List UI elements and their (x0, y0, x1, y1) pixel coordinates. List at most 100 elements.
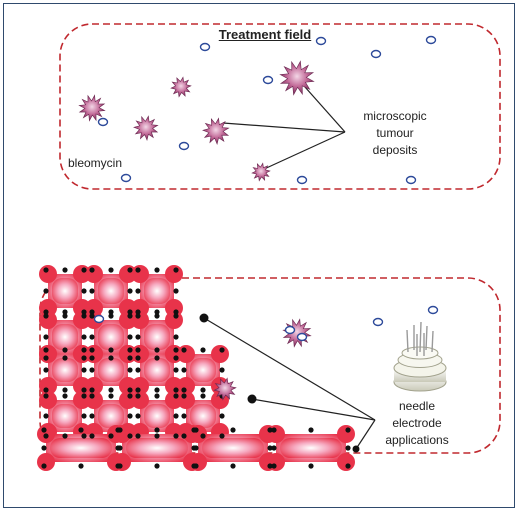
electrode-dot-icon (271, 463, 277, 469)
electrode-dot-icon (89, 313, 95, 319)
electrode-dot-icon (81, 288, 87, 294)
electrode-dot-icon (173, 387, 179, 393)
electrode-dot-icon (41, 445, 47, 451)
electrode-dot-icon (43, 355, 49, 361)
electrode-dot-icon (173, 288, 179, 294)
electrode-dot-icon (135, 334, 141, 340)
electrode-dot-icon (43, 288, 49, 294)
electrode-dot-icon (108, 267, 114, 273)
bleomycin-molecule-icon (405, 175, 417, 185)
bleomycin-molecules-bottom (93, 305, 439, 342)
electrode-dot-icon (127, 367, 133, 373)
tumour-star-icon (213, 377, 237, 401)
electrode-dot-icon (345, 427, 351, 433)
electrode-dot-icon (43, 267, 49, 273)
tumour-star-icon (279, 60, 315, 96)
electrode-dot-icon (81, 393, 87, 399)
tumour-star-icon (78, 94, 106, 122)
pointer-endpoints (199, 313, 360, 453)
bleomycin-molecule-icon (93, 314, 105, 324)
tumour-deposits-bottom (213, 318, 312, 401)
electrode-dot-icon (154, 309, 160, 315)
electrode-dot-icon (81, 355, 87, 361)
bleomycin-molecules-top (97, 35, 437, 185)
electrode-dot-icon (154, 393, 160, 399)
electrode-dot-icon (173, 355, 179, 361)
electrode-dot-icon (219, 367, 225, 373)
electrode-dot-icon (43, 413, 49, 419)
needle-electrode-label: needle electrode applications (385, 399, 449, 447)
electrode-dot-icon (78, 427, 84, 433)
electrode-dot-icon (219, 433, 225, 439)
electrode-dot-icon (127, 347, 133, 353)
electrode-dot-icon (43, 433, 49, 439)
electrode-dot-icon (308, 427, 314, 433)
treatment-field-outline (59, 23, 501, 190)
electrode-dot-icon (193, 445, 199, 451)
electrode-dot-icon (271, 427, 277, 433)
tumour-star-icon (251, 162, 271, 182)
bleomycin-molecule-icon (199, 42, 211, 52)
electrode-dot-icon (89, 288, 95, 294)
tumour-star-icon (133, 115, 159, 141)
treatment-field-outline-lower (39, 277, 501, 454)
electrode-dot-icon (62, 433, 68, 439)
electrode-dot-icon (135, 288, 141, 294)
electrode-dot-icon (81, 267, 87, 273)
electrode-dot-icon (81, 347, 87, 353)
electrode-dot-icon (154, 427, 160, 433)
pointer-lines-top (222, 77, 346, 171)
electrode-dot-icon (89, 367, 95, 373)
electrode-dot-icon (62, 313, 68, 319)
bleomycin-molecule-icon (262, 75, 274, 85)
electrode-dot-icon (89, 413, 95, 419)
electrode-dot-icon (181, 387, 187, 393)
bleomycin-molecule-icon (315, 36, 327, 46)
treatment-field-title: Treatment field (218, 27, 312, 42)
bleomycin-molecule-icon (120, 173, 132, 183)
electrode-dot-icon (173, 393, 179, 399)
electrode-dot-icon (127, 433, 133, 439)
tumour-deposits-label: microscopic tumour deposits (363, 109, 427, 157)
electrode-dot-icon (200, 347, 206, 353)
electrode-dot-icon (181, 367, 187, 373)
electrode-dot-icon (135, 355, 141, 361)
electrode-dot-icon (219, 347, 225, 353)
electrode-dot-icon (135, 393, 141, 399)
electrode-dot-icon (127, 393, 133, 399)
electrode-dot-icon (200, 433, 206, 439)
electrode-dot-icon (267, 463, 273, 469)
electrode-dot-icon (81, 387, 87, 393)
needle-electrode-icon (393, 321, 447, 392)
electroporation-cell (267, 425, 355, 471)
electroporation-cell (131, 265, 183, 317)
electrode-dot-icon (135, 433, 141, 439)
electrode-dot-icon (81, 309, 87, 315)
electrode-dot-icon (127, 288, 133, 294)
bleomycin-molecule-icon (178, 141, 190, 151)
tumour-star-icon (170, 76, 192, 98)
electrode-dot-icon (81, 313, 87, 319)
electrode-dot-icon (267, 427, 273, 433)
electrode-dot-icon (345, 445, 351, 451)
electrode-dot-icon (193, 427, 199, 433)
electrode-dot-icon (154, 313, 160, 319)
electrode-dot-icon (62, 355, 68, 361)
electrode-dot-icon (81, 367, 87, 373)
bleomycin-molecule-icon (97, 117, 109, 127)
bleomycin-molecule-icon (427, 305, 439, 315)
electrode-dot-icon (173, 313, 179, 319)
electrode-dot-icon (181, 393, 187, 399)
electrode-dot-icon (43, 393, 49, 399)
electrode-dot-icon (154, 433, 160, 439)
electrode-dot-icon (43, 387, 49, 393)
electrode-dot-icon (230, 463, 236, 469)
electrode-dot-icon (267, 445, 273, 451)
electrode-dot-icon (127, 413, 133, 419)
electrode-dot-icon (127, 355, 133, 361)
electrode-dot-icon (62, 347, 68, 353)
electrode-dot-icon (271, 445, 277, 451)
electrode-dot-icon (108, 433, 114, 439)
electrode-dot-icon (81, 413, 87, 419)
electrode-dot-icon (308, 463, 314, 469)
